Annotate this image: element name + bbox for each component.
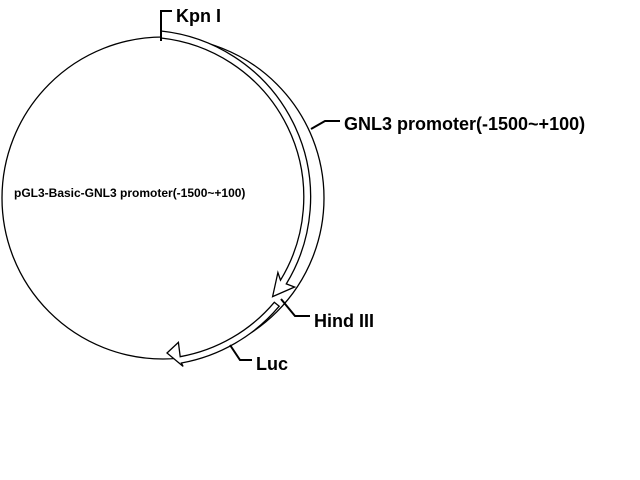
luc-leader-line: [229, 344, 252, 361]
hind-leader-line: [280, 298, 310, 317]
kpn-leader-line: [160, 10, 172, 41]
luc-gene-arrow: [166, 301, 281, 367]
hind-site-label: Hind III: [314, 311, 374, 331]
plasmid-name-label: pGL3-Basic-GNL3 promoter(-1500~+100): [14, 186, 245, 200]
promoter-label: GNL3 promoter(-1500~+100): [344, 114, 585, 134]
promoter-leader-line: [310, 120, 340, 130]
luc-label: Luc: [256, 354, 288, 374]
kpn-site-label: Kpn I: [176, 6, 221, 26]
promoter-insert-arrow: [160, 30, 312, 298]
